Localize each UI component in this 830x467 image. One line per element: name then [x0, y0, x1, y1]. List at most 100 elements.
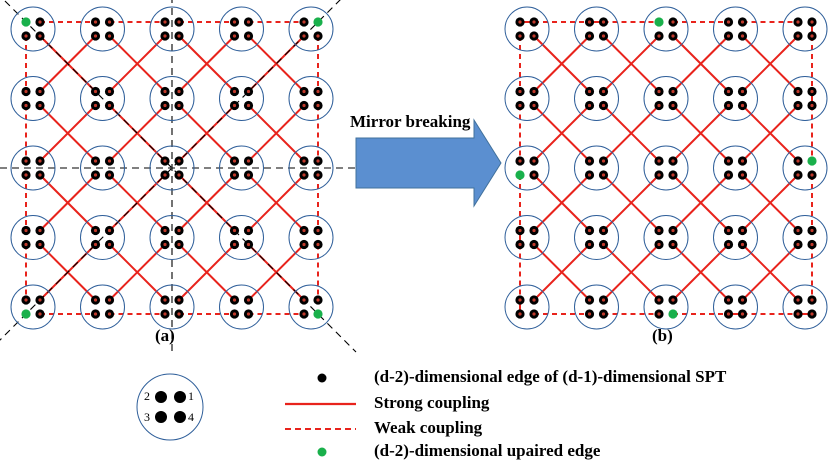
lattice-site — [288, 145, 334, 191]
edge-dot-core — [726, 103, 731, 108]
lattice-site — [574, 76, 619, 121]
edge-dot-core — [518, 298, 522, 302]
edge-dot-core — [601, 228, 606, 233]
edge-dot-core — [740, 228, 745, 233]
edge-dot-core — [232, 228, 237, 233]
edge-dot-core — [601, 20, 606, 24]
site-circle — [149, 215, 195, 260]
legend-green-dot-marker — [317, 447, 327, 457]
edge-dot-core — [671, 159, 675, 163]
site-circle — [782, 76, 828, 121]
edge-dot-core — [587, 242, 592, 247]
edge-dot-core — [810, 298, 814, 302]
edge-dot-core — [726, 228, 731, 233]
edge-dot-core — [316, 228, 320, 233]
site-circle — [643, 6, 689, 52]
panel-b-lattice — [504, 6, 828, 330]
site-circle — [574, 215, 619, 260]
edge-dot-core — [107, 228, 112, 233]
edge-dot-core — [177, 89, 181, 94]
edge-dot-core — [601, 103, 606, 108]
edge-dot-core — [518, 89, 522, 94]
edge-dot-core — [246, 103, 251, 108]
edge-dot-core — [38, 312, 42, 316]
strong-coupling-line — [672, 104, 730, 162]
site-circle — [80, 145, 125, 191]
site-circle — [504, 284, 550, 330]
strong-coupling-line — [602, 104, 660, 162]
site-index-3: 3 — [144, 410, 150, 424]
strong-coupling-line — [741, 243, 799, 301]
edge-dot-core — [246, 89, 251, 94]
site-circle — [80, 215, 125, 260]
edge-dot-core — [302, 34, 306, 38]
site-circle — [288, 145, 334, 191]
site-circle — [713, 6, 758, 52]
edge-dot-core — [38, 159, 42, 163]
edge-dot-core — [38, 89, 42, 94]
edge-dot-core — [163, 228, 167, 233]
lattice-site — [643, 145, 689, 191]
edge-dot-core — [532, 20, 536, 24]
unpaired-edge-dot — [515, 170, 525, 180]
edge-dot-core — [163, 312, 167, 316]
edge-dot-core — [587, 228, 592, 233]
legend-text-strong: Strong coupling — [374, 393, 490, 412]
edge-dot-core — [601, 173, 606, 177]
strong-coupling-line — [247, 243, 305, 301]
lattice-site — [219, 76, 264, 121]
edge-dot-core — [163, 298, 167, 302]
strong-coupling-line — [533, 174, 591, 232]
lattice-site — [574, 6, 619, 52]
edge-dot-core — [246, 298, 251, 302]
site-circle — [504, 145, 550, 191]
edge-dot-core — [177, 298, 181, 302]
strong-coupling-line — [178, 243, 236, 301]
edge-dot-core — [163, 103, 167, 108]
edge-dot-core — [532, 159, 536, 163]
edge-dot-core — [726, 159, 731, 163]
edge-dot-core — [163, 159, 167, 163]
legend-text-edge: (d-2)-dimensional edge of (d-1)-dimensio… — [374, 367, 727, 386]
lattice-site — [574, 145, 619, 191]
edge-dot-core — [601, 298, 606, 302]
edge-dot-core — [107, 173, 112, 177]
unpaired-edge-dot — [313, 17, 323, 27]
edge-dot-core — [38, 242, 42, 247]
site-circle — [574, 284, 619, 330]
site-circle — [574, 145, 619, 191]
unpaired-edge-dot — [668, 309, 678, 319]
lattice-site — [504, 145, 550, 191]
edge-dot-core — [163, 34, 167, 38]
legend-black-dot-marker — [317, 373, 327, 383]
edge-dot-core — [163, 242, 167, 247]
lattice-site — [643, 76, 689, 121]
edge-dot-core — [38, 228, 42, 233]
edge-dot-core — [810, 242, 814, 247]
site-index-1: 1 — [188, 389, 194, 403]
edge-dot-core — [316, 34, 320, 38]
edge-dot-core — [177, 312, 181, 316]
edge-dot-core — [532, 34, 536, 38]
edge-dot-core — [810, 312, 814, 316]
strong-coupling-line — [247, 104, 305, 162]
edge-dot-core — [518, 228, 522, 233]
edge-dot-core — [38, 20, 42, 24]
site-circle — [80, 284, 125, 330]
edge-dot-core — [657, 159, 661, 163]
edge-dot-core — [93, 312, 98, 316]
edge-dot-core — [93, 89, 98, 94]
edge-dot-core — [532, 173, 536, 177]
edge-dot-core — [657, 89, 661, 94]
edge-dot-core — [810, 20, 814, 24]
antidiagonal-mirror-axis — [0, 0, 341, 341]
edge-dot-core — [232, 103, 237, 108]
site-circle — [643, 145, 689, 191]
edge-dot-core — [232, 34, 237, 38]
edge-dot-core — [796, 34, 800, 38]
edge-dot-core — [177, 34, 181, 38]
edge-dot-core — [810, 89, 814, 94]
edge-dot-core — [587, 20, 592, 24]
lattice-site — [149, 215, 195, 260]
strong-coupling-line — [602, 243, 660, 301]
